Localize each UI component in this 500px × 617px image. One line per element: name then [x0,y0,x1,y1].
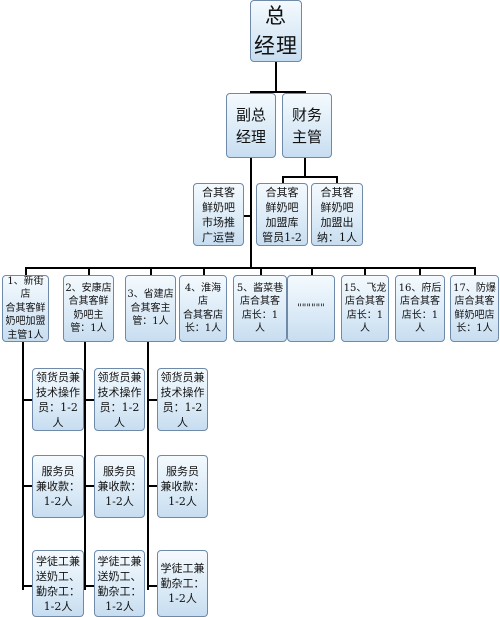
store-box: 17、防爆 店合其客 鲜奶吧店 长：1人 [450,275,499,342]
connector-staff-col1 [22,342,24,590]
staff-box: 学徒工兼 送奶工、 勤杂工： 1-2人 [94,550,145,617]
connector-marketing-left [244,215,251,217]
connector-staff-col2 [84,342,86,590]
staff-box: 领货员兼 技术操作 员：1-2人 [157,368,208,431]
deputy-manager-box: 副总 经理 [226,93,276,158]
connector-c2-r2 [84,485,94,487]
finance-supervisor-box: 财务 主管 [282,93,332,158]
connector-finance-down [304,158,306,178]
connector-level2-bar [250,91,305,93]
connector-staff-col3 [147,342,149,590]
connector-c1-r2 [22,485,32,487]
connector-c2-r3 [84,585,94,587]
store-box: 5、酱菜巷 店合其客 店长：1 人 [233,275,287,342]
store-box: 4、淮海店 合其客店 长：1人 [179,275,227,342]
store-box: 3、省建店 合其客主 管：1人 [125,275,176,342]
connector-store-7 [364,267,366,275]
staff-box: 学徒工兼 送奶工、 勤杂工： 1-2人 [32,550,84,617]
store-box: 2、安康店 合其客鲜 奶吧主 管：1人 [63,275,114,342]
store-box: 1、新街店 合其客鲜 奶吧加盟 主管1人 [2,275,49,342]
store-box: 16、府后 店合其客 店长：1 人 [395,275,445,342]
connector-warehouse-up [282,176,284,183]
connector-store-6 [311,267,313,275]
connector-cashier-up [336,176,338,183]
store-box-placeholder: """""" [287,275,335,342]
connector-c2-r1 [84,399,94,401]
connector-store-1 [25,267,27,275]
connector-deputy-down [250,158,252,268]
connector-gm-down [275,62,277,92]
connector-c3-r3 [147,585,157,587]
staff-box: 服务员 兼收款： 1-2人 [157,455,208,518]
connector-c1-r3 [22,585,32,587]
connector-store-2 [88,267,90,275]
store-box: 15、飞龙 店合其客 店长：1 人 [341,275,389,342]
connector-c3-r2 [147,485,157,487]
staff-box: 领货员兼 技术操作 员：1-2人 [94,368,145,431]
connector-store-9 [474,267,476,275]
connector-store-5 [260,267,262,275]
marketing-ops-box: 合其客 鲜奶吧 市场推 广运营 [193,183,244,246]
staff-box: 服务员 兼收款： 1-2人 [94,455,145,518]
connector-finance-bar [282,176,338,178]
warehouse-keeper-box: 合其客 鲜奶吧 加盟库 管员1-2 [256,183,308,246]
connector-finance-up [304,91,306,93]
connector-c1-r1 [22,399,32,401]
staff-box: 领货员兼 技术操作 员：1-2人 [32,368,84,431]
connector-store-8 [419,267,421,275]
general-manager-box: 总 经理 [250,0,302,62]
connector-stores-bar [25,267,476,269]
connector-deputy-up [250,91,252,93]
connector-c3-r1 [147,399,157,401]
connector-store-3 [150,267,152,275]
staff-box: 学徒工兼 勤杂工： 1-2人 [157,550,208,617]
connector-store-4 [203,267,205,275]
cashier-box: 合其客 鲜奶吧 加盟出 纳：1人 [311,183,363,246]
staff-box: 服务员 兼收款： 1-2人 [32,455,84,518]
